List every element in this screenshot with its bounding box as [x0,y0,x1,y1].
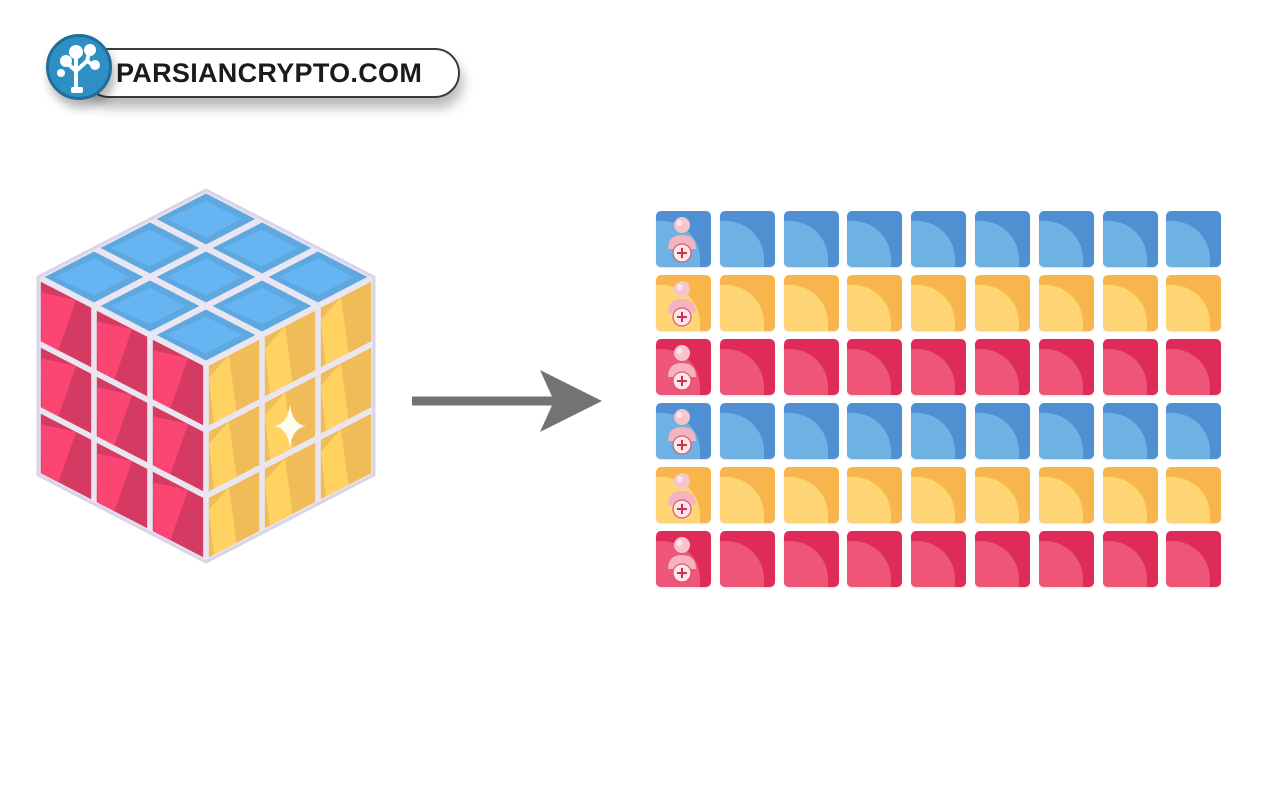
grid-tile [911,467,967,523]
grid-tile [847,403,903,459]
cube-left-sticker-shine [40,424,77,483]
grid-tile [975,403,1030,459]
grid-tile [1038,275,1094,331]
cube-right-sticker-shine [208,355,237,423]
grid-tile [911,339,967,395]
cube-left-sticker-shine [96,321,133,380]
cube-right-sticker-shine [320,429,349,497]
rubiks-cube [36,186,376,571]
grid-tile [975,531,1030,587]
person-add-icon [665,279,703,331]
grid-tile [911,531,967,587]
cube-right-sticker-shine [264,326,293,394]
grid-tile [719,339,775,395]
grid-tile [1166,531,1222,587]
person-add-icon [665,471,703,523]
cube-left-sticker-shine [40,292,77,351]
grid-tile [1102,531,1158,587]
grid-tile [719,467,775,523]
grid-tile [911,403,967,459]
grid-tile [911,211,967,267]
tree-logo-icon [46,34,112,100]
grid-tile [1166,275,1222,331]
cube-top-sticker-shine [166,200,242,238]
sparkle-icon [274,404,306,449]
cube-top-sticker-shine [54,258,130,296]
grid-tile [1166,467,1222,523]
grid-tile [656,275,711,331]
cube-right-sticker-shine [264,458,293,526]
cube-left-sticker-shine [96,453,133,512]
cube-top-sticker-shine [110,229,186,267]
person-add-icon [665,343,703,395]
cube-top-sticker-shine [110,287,186,325]
grid-tile [847,467,903,523]
person-add-icon [665,215,703,267]
grid-tile [847,339,903,395]
cube-right-sticker-shine [320,297,349,365]
logo-pill [84,48,460,98]
grid-tile [1038,531,1094,587]
cube-top-sticker-shine [222,287,298,325]
grid-tile [783,467,839,523]
grid-tile [1038,467,1094,523]
grid-tile [656,339,711,395]
grid-tile [911,275,967,331]
grid-tile [1038,403,1094,459]
watermark-logo: PARSIANCRYPTO.COM [46,34,460,106]
grid-tile [1166,211,1222,267]
cube-left-sticker-shine [152,416,189,475]
cube-right-sticker-shine [208,421,237,489]
grid-tile [783,275,839,331]
grid-tile [1038,339,1094,395]
grid-tile [975,275,1030,331]
tile-grid [656,211,1222,589]
grid-tile [719,275,775,331]
person-add-icon [665,407,703,459]
grid-tile [847,531,903,587]
grid-tile [783,211,839,267]
grid-tile [656,211,711,267]
grid-tile [975,211,1030,267]
grid-tile [719,531,775,587]
grid-tile [847,211,903,267]
cube-left-sticker-shine [152,482,189,541]
logo-text: PARSIANCRYPTO.COM [116,58,423,88]
grid-tile [1038,211,1094,267]
grid-tile [1102,403,1158,459]
grid-tile [975,467,1030,523]
arrow-right-icon [408,366,604,441]
grid-tile [1102,211,1158,267]
cube-top-sticker-shine [166,316,242,354]
cube-right-sticker-shine [208,487,237,555]
grid-tile [1102,339,1158,395]
person-add-icon [665,535,703,587]
grid-tile [656,531,711,587]
cube-top-sticker-shine [166,258,242,296]
grid-tile [783,339,839,395]
cube-right-sticker-shine [320,363,349,431]
cube-left-sticker-shine [152,350,189,409]
grid-tile [719,403,775,459]
grid-tile [1166,403,1222,459]
grid-tile [1102,467,1158,523]
cube-top-sticker-shine [278,258,354,296]
cube-left-sticker-shine [96,387,133,446]
cube-left-sticker-shine [40,358,77,417]
grid-tile [656,403,711,459]
cube-top-sticker-shine [222,229,298,267]
grid-tile [975,339,1030,395]
grid-tile [783,403,839,459]
grid-tile [719,211,775,267]
grid-tile [1102,275,1158,331]
grid-tile [656,467,711,523]
grid-tile [783,531,839,587]
grid-tile [1166,339,1222,395]
grid-tile [847,275,903,331]
